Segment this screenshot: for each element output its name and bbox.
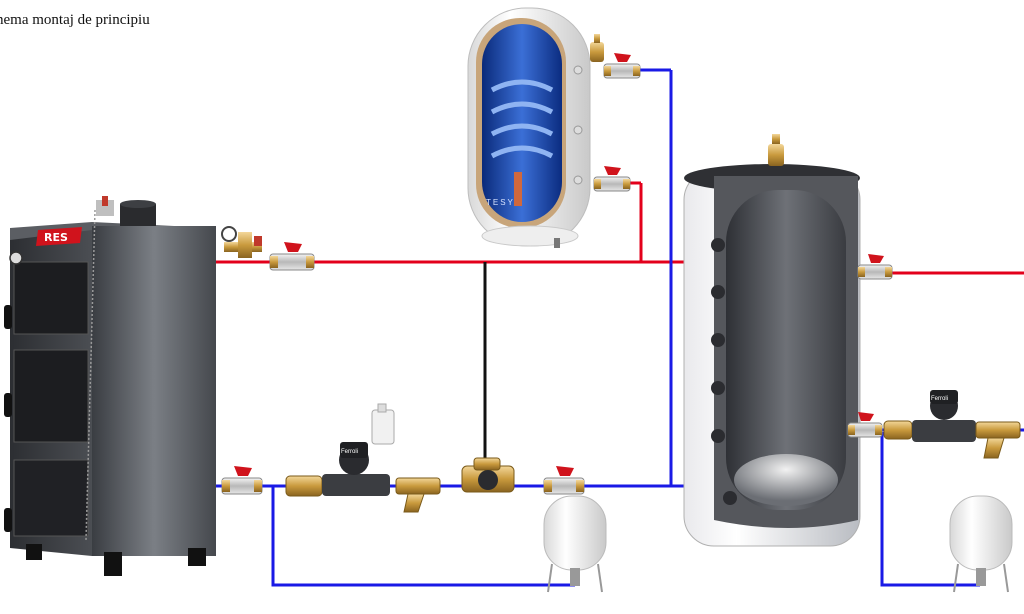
diagram-title: hema montaj de principiu xyxy=(0,12,150,28)
ball-valve xyxy=(221,466,263,495)
circulation-pump-heating-circuit: Ferroli xyxy=(912,390,976,442)
check-valve xyxy=(285,475,323,497)
pump-brand-label: Ferroli xyxy=(931,396,948,402)
air-vent xyxy=(768,134,784,166)
safety-group xyxy=(221,226,262,258)
indirect-water-heater: TESY xyxy=(467,7,591,248)
expansion-vessel xyxy=(543,495,607,593)
thermostat xyxy=(371,403,395,445)
pump-brand-label: Ferroli xyxy=(341,449,358,455)
water-heater-brand-label: TESY xyxy=(486,198,515,207)
expansion-vessel xyxy=(949,495,1013,593)
boiler-upper-door xyxy=(13,261,89,335)
solid-fuel-boiler: RES xyxy=(4,196,216,576)
ball-valve xyxy=(857,254,893,280)
return-pipe-expansion-loop-left xyxy=(271,486,575,587)
y-strainer xyxy=(395,477,441,513)
ball-valve xyxy=(593,166,631,192)
supply-pipes xyxy=(216,181,1024,275)
ball-valve xyxy=(847,412,883,438)
boiler-thermometer-icon xyxy=(9,251,23,265)
svg-text:RES: RES xyxy=(44,231,68,244)
circulation-pump-boiler-circuit: Ferroli xyxy=(322,442,390,496)
check-valve xyxy=(883,420,913,440)
air-vent xyxy=(590,34,604,62)
boiler-logo: RES xyxy=(36,227,82,246)
chimney-outlet xyxy=(120,204,156,226)
y-strainer xyxy=(975,421,1021,459)
heat-exchanger-coil xyxy=(490,79,554,159)
boiler-ash-door xyxy=(13,459,89,537)
ball-valve xyxy=(269,242,315,271)
return-pipes xyxy=(216,68,1024,587)
ball-valve xyxy=(603,53,641,79)
pressure-gauge-icon xyxy=(221,226,237,242)
return-pipe-expansion-loop-right xyxy=(880,432,980,587)
three-way-mixing-valve xyxy=(461,457,515,493)
buffer-tank xyxy=(683,134,861,547)
boiler-middle-door xyxy=(13,349,89,443)
ball-valve xyxy=(543,466,585,495)
